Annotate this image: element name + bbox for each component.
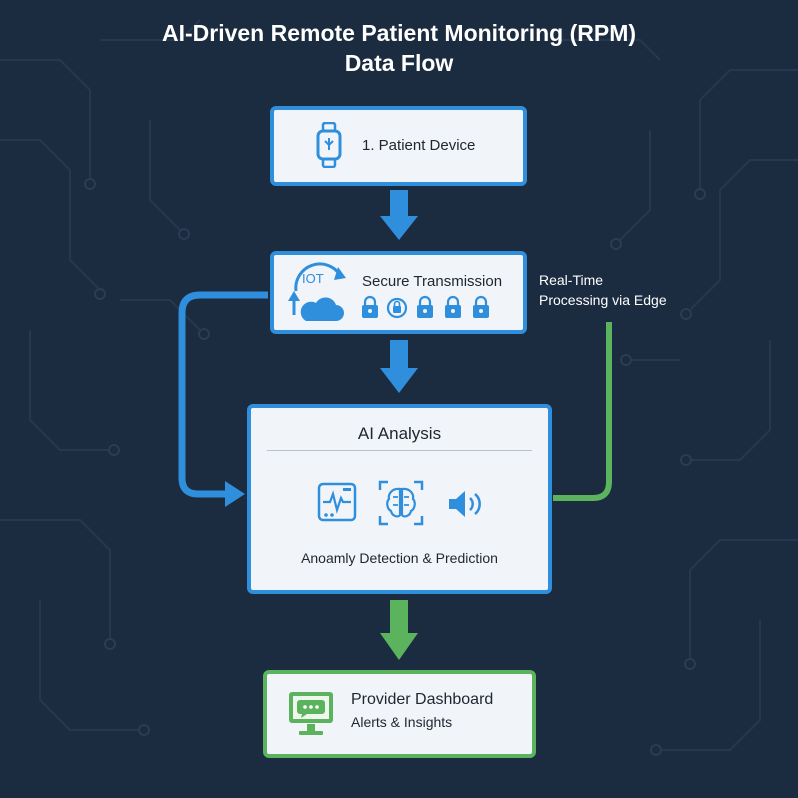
lock-icon — [386, 297, 408, 319]
provider-dashboard-subtitle: Alerts & Insights — [351, 714, 453, 730]
ai-analysis-caption: Anoamly Detection & Prediction — [301, 550, 498, 566]
diagram-title: AI-Driven Remote Patient Monitoring (RPM… — [0, 18, 798, 78]
lock-icons-row — [362, 295, 489, 319]
edge-processing-label: Real-Time Processing via Edge — [539, 270, 667, 310]
cloud-sync-icon — [288, 262, 346, 321]
patient-device-box: 1. Patient Device — [270, 106, 527, 186]
edge-label-line-1: Real-Time — [539, 272, 604, 288]
brain-scan-icon — [378, 480, 424, 526]
secure-transmission-label: Secure Transmission — [362, 273, 503, 290]
edge-label-line-2: Processing via Edge — [539, 292, 667, 308]
lock-icon — [445, 295, 461, 318]
provider-dashboard-title: Provider Dashboard — [351, 691, 494, 708]
title-line-1: AI-Driven Remote Patient Monitoring (RPM… — [161, 20, 637, 46]
ecg-monitor-icon — [317, 482, 357, 522]
bypass-arrowhead-left — [225, 481, 245, 507]
secure-transmission-box: IOT Secure Transmission — [270, 251, 527, 334]
ai-analysis-title: AI Analysis — [357, 424, 442, 443]
patient-device-label: 1. Patient Device — [362, 137, 476, 154]
speaker-icon — [449, 491, 481, 517]
arrow-transmission-to-analysis — [380, 340, 418, 393]
ai-analysis-box: AI Analysis Anoamly Detection & Predicti… — [247, 404, 552, 594]
arrow-device-to-transmission — [380, 190, 418, 240]
title-line-2: Data Flow — [344, 50, 454, 76]
ai-analysis-divider — [267, 450, 532, 451]
arrow-analysis-to-dashboard — [380, 600, 418, 660]
monitor-chat-icon — [289, 692, 333, 735]
bypass-arrow-left — [178, 291, 268, 498]
provider-dashboard-box: Provider Dashboard Alerts & Insights — [263, 670, 536, 758]
lock-icon — [417, 295, 433, 318]
iot-badge: IOT — [302, 271, 324, 286]
edge-path-right — [553, 322, 612, 501]
lock-icon — [362, 295, 378, 318]
lock-icon — [473, 295, 489, 318]
smartwatch-icon — [316, 122, 342, 168]
